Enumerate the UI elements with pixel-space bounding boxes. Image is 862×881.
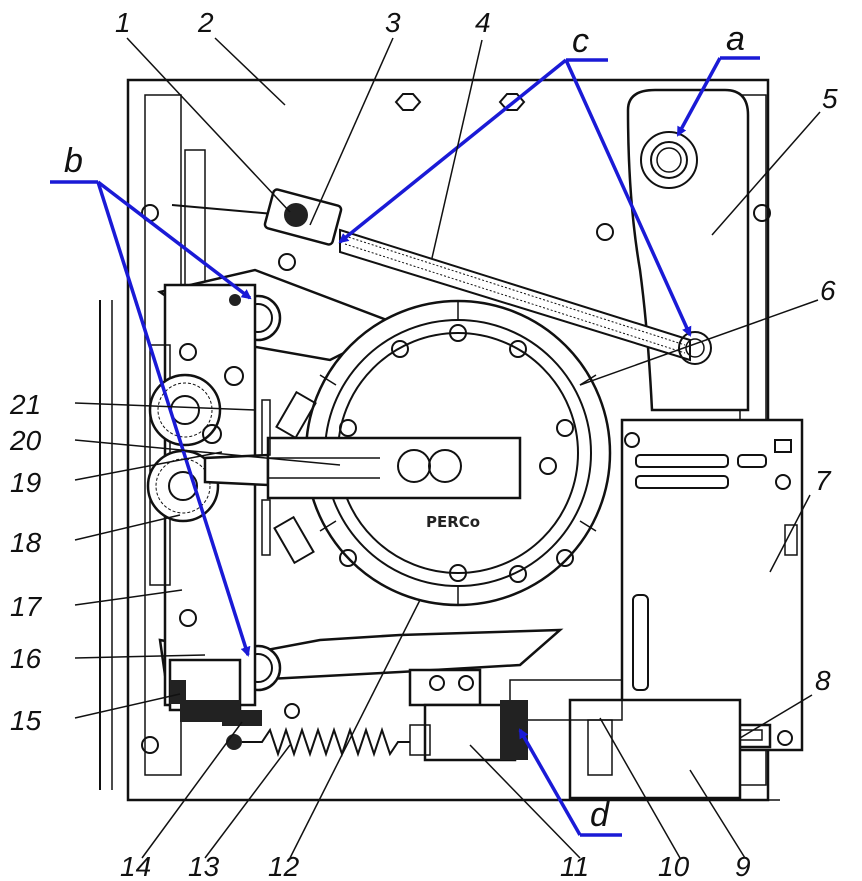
label-3: 3	[385, 7, 401, 38]
gear-21	[148, 373, 222, 447]
label-5: 5	[822, 83, 838, 114]
label-12: 12	[268, 851, 300, 881]
callout-b	[50, 180, 252, 657]
rotor-screws	[339, 324, 574, 583]
circuit-board-7	[620, 418, 804, 752]
letter-a: a	[726, 20, 745, 58]
upper-spring-4	[171, 188, 712, 365]
label-20: 20	[9, 425, 42, 456]
arm-20	[203, 436, 522, 500]
callout-c	[338, 58, 692, 337]
label-11: 11	[560, 851, 589, 881]
letter-d: d	[590, 796, 610, 834]
label-8: 8	[815, 665, 831, 696]
rotor-12: PERCo	[337, 324, 579, 583]
label-7: 7	[815, 465, 832, 496]
label-2: 2	[197, 7, 214, 38]
stops-14-15	[170, 680, 262, 726]
callout-a	[676, 56, 760, 137]
label-13: 13	[188, 851, 220, 881]
callout-d	[518, 728, 622, 837]
label-19: 19	[10, 467, 41, 498]
label-15: 15	[10, 705, 42, 736]
leader-lines	[74, 37, 821, 859]
letter-labels: a b c d	[64, 20, 745, 834]
label-1: 1	[115, 7, 131, 38]
brand-label: PERCo	[426, 513, 480, 531]
label-4: 4	[475, 7, 491, 38]
label-10: 10	[658, 851, 690, 881]
letter-c: c	[572, 22, 589, 60]
label-16: 16	[10, 643, 42, 674]
block-9	[568, 698, 742, 800]
label-14: 14	[120, 851, 151, 881]
label-6: 6	[820, 275, 836, 306]
letter-b: b	[64, 142, 83, 180]
label-18: 18	[10, 527, 42, 558]
latches	[261, 390, 317, 565]
label-9: 9	[735, 851, 751, 881]
number-labels: 1 2 3 4 5 6 7 8 9 10 11 12 13 14 15 16 1…	[9, 7, 838, 881]
label-21: 21	[9, 389, 41, 420]
label-17: 17	[10, 591, 43, 622]
